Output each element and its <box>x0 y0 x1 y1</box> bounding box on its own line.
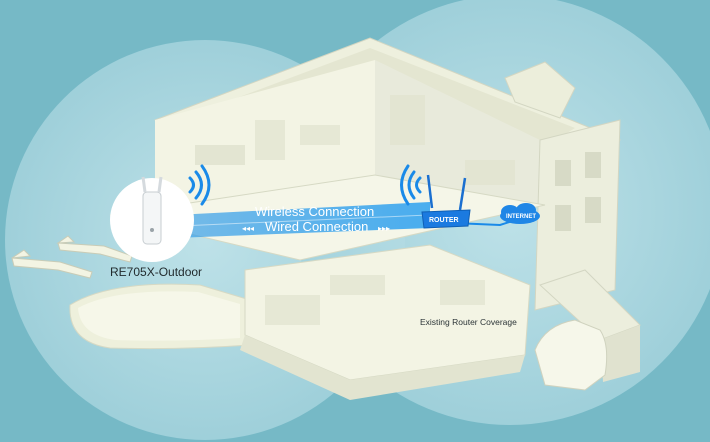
wired-left-arrows: ◂◂◂ <box>242 224 254 233</box>
house <box>109 37 621 400</box>
carport <box>534 269 641 391</box>
wireless-connection-label: Wireless Connection <box>255 204 374 219</box>
wired-right-arrows: ▸▸▸ <box>378 224 390 233</box>
wired-connection-label: Wired Connection <box>265 219 368 234</box>
router-icon <box>421 174 471 229</box>
internet-label: INTERNET <box>506 214 536 220</box>
wifi-signal-icon <box>188 164 211 206</box>
coverage-label: Existing Router Coverage <box>420 317 517 327</box>
wifi-signal-icon <box>400 164 422 206</box>
extender-device-label: RE705X-Outdoor <box>110 265 202 279</box>
lounge-chairs <box>11 235 133 279</box>
connection-bar <box>175 202 430 238</box>
router-label: ROUTER <box>429 217 459 224</box>
pool-area <box>69 283 251 350</box>
internet-cloud-icon <box>500 203 540 224</box>
extender-device-icon <box>110 176 194 262</box>
